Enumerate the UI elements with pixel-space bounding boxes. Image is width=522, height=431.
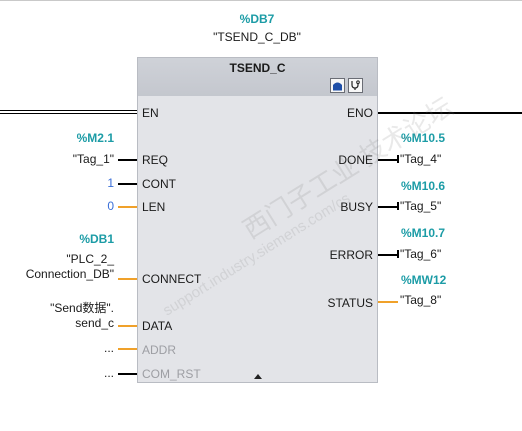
collapse-arrow-icon[interactable] — [254, 374, 262, 379]
error-wire[interactable] — [378, 254, 398, 256]
pin-req: REQ — [142, 153, 169, 167]
pin-busy: BUSY — [340, 200, 373, 214]
eno-wire[interactable] — [378, 112, 522, 114]
connect-wire[interactable] — [118, 278, 137, 280]
busy-address[interactable]: %M10.6 — [401, 179, 446, 193]
data-tag-line1[interactable]: "Send数据". — [50, 301, 114, 315]
stethoscope-icon[interactable] — [348, 78, 363, 93]
connect-tag-line1[interactable]: "PLC_2_ — [66, 252, 114, 266]
com-rst-wire[interactable] — [118, 373, 137, 375]
top-separator — [0, 0, 522, 1]
tsend-c-block[interactable]: TSEND_C — [137, 57, 378, 383]
instance-db-name[interactable]: "TSEND_C_DB" — [213, 30, 301, 44]
status-tag[interactable]: "Tag_8" — [400, 293, 442, 307]
data-wire[interactable] — [118, 325, 137, 327]
pin-len: LEN — [142, 200, 166, 214]
pin-status: STATUS — [327, 296, 373, 310]
addr-value[interactable]: ... — [103, 341, 114, 355]
error-address[interactable]: %M10.7 — [401, 226, 446, 240]
req-tag[interactable]: "Tag_1" — [72, 152, 114, 166]
req-wire[interactable] — [118, 159, 137, 161]
done-address[interactable]: %M10.5 — [401, 131, 446, 145]
pin-en: EN — [142, 106, 159, 120]
len-wire[interactable] — [118, 206, 137, 208]
error-tag[interactable]: "Tag_6" — [400, 247, 442, 261]
pin-addr: ADDR — [142, 343, 177, 357]
com-rst-value[interactable]: ... — [103, 366, 114, 380]
done-tag[interactable]: "Tag_4" — [400, 152, 442, 166]
block-header: TSEND_C — [138, 58, 377, 96]
pin-eno: ENO — [346, 106, 373, 120]
busy-wire[interactable] — [378, 206, 398, 208]
cont-wire[interactable] — [118, 183, 137, 185]
pin-done: DONE — [338, 153, 373, 167]
pin-com-rst: COM_RST — [142, 367, 201, 381]
power-rail-wire[interactable] — [0, 110, 137, 114]
busy-wire-end — [397, 202, 399, 210]
pin-error: ERROR — [329, 248, 373, 262]
done-wire[interactable] — [378, 159, 398, 161]
pin-data: DATA — [142, 319, 173, 333]
pin-cont: CONT — [142, 177, 176, 191]
pin-connect: CONNECT — [142, 272, 202, 286]
addr-wire[interactable] — [118, 348, 137, 350]
status-address[interactable]: %MW12 — [401, 273, 447, 287]
block-interface-icon[interactable] — [330, 78, 345, 93]
done-wire-end — [397, 155, 399, 163]
cont-value[interactable]: 1 — [107, 176, 114, 190]
connect-address[interactable]: %DB1 — [79, 232, 114, 246]
busy-tag[interactable]: "Tag_5" — [400, 199, 442, 213]
data-tag-line2[interactable]: send_c — [75, 316, 114, 330]
error-wire-end — [397, 250, 399, 258]
block-title: TSEND_C — [229, 61, 286, 75]
req-address[interactable]: %M2.1 — [76, 131, 114, 145]
connect-tag-line2[interactable]: Connection_DB" — [25, 267, 114, 281]
instance-db-address[interactable]: %DB7 — [239, 12, 275, 26]
len-value[interactable]: 0 — [107, 199, 114, 213]
status-wire[interactable] — [378, 301, 398, 303]
